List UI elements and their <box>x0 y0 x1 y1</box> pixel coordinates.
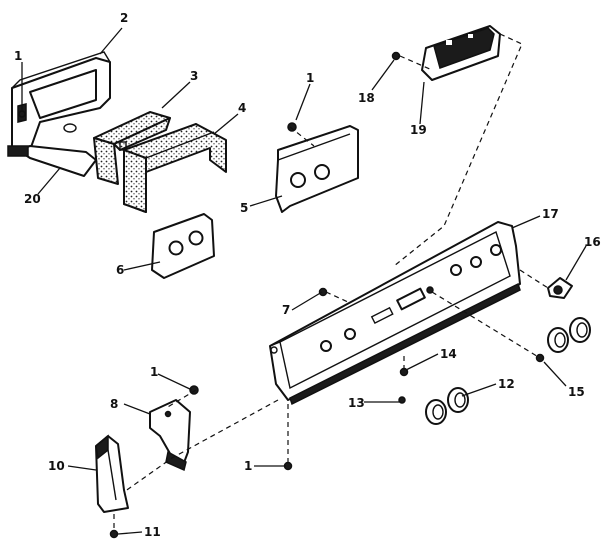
callout-1-lower: 1 <box>150 365 158 379</box>
callout-labels: 1 2 3 4 20 1 5 6 18 19 17 16 7 15 14 12 … <box>14 11 601 539</box>
leader-lines <box>21 27 587 535</box>
callout-1-bottom: 1 <box>244 459 252 473</box>
callout-15: 15 <box>568 385 585 399</box>
callout-7: 7 <box>282 303 290 317</box>
callout-10: 10 <box>48 459 65 473</box>
part-5-switch-bracket <box>275 122 359 213</box>
callout-2: 2 <box>120 11 128 25</box>
callout-17: 17 <box>542 207 559 221</box>
callout-1-mid: 1 <box>306 71 314 85</box>
part-19-endcap <box>391 25 501 81</box>
callout-16: 16 <box>584 235 601 249</box>
callout-4: 4 <box>238 101 246 115</box>
callout-12: 12 <box>498 377 515 391</box>
control-knobs <box>425 317 591 425</box>
callout-8: 8 <box>110 397 118 411</box>
part-16-knob-assembly <box>547 277 573 299</box>
callout-6: 6 <box>116 263 124 277</box>
part-10-end-cap <box>95 434 129 513</box>
assembly-lines <box>113 33 549 532</box>
part-8-bracket <box>149 399 191 472</box>
part-17-control-panel <box>269 221 521 406</box>
callout-13: 13 <box>348 396 365 410</box>
callout-1-top: 1 <box>14 49 22 63</box>
callout-19: 19 <box>410 123 427 137</box>
part-3-insulation-panel <box>93 111 171 185</box>
part-6-switch-bracket <box>151 213 215 279</box>
callout-14: 14 <box>440 347 457 361</box>
callout-11: 11 <box>144 525 161 539</box>
callout-3: 3 <box>190 69 198 83</box>
callout-18: 18 <box>358 91 375 105</box>
callout-5: 5 <box>240 201 248 215</box>
part-2-control-housing <box>7 51 111 177</box>
part-4-heat-shield <box>123 123 227 213</box>
callout-20: 20 <box>24 192 41 206</box>
